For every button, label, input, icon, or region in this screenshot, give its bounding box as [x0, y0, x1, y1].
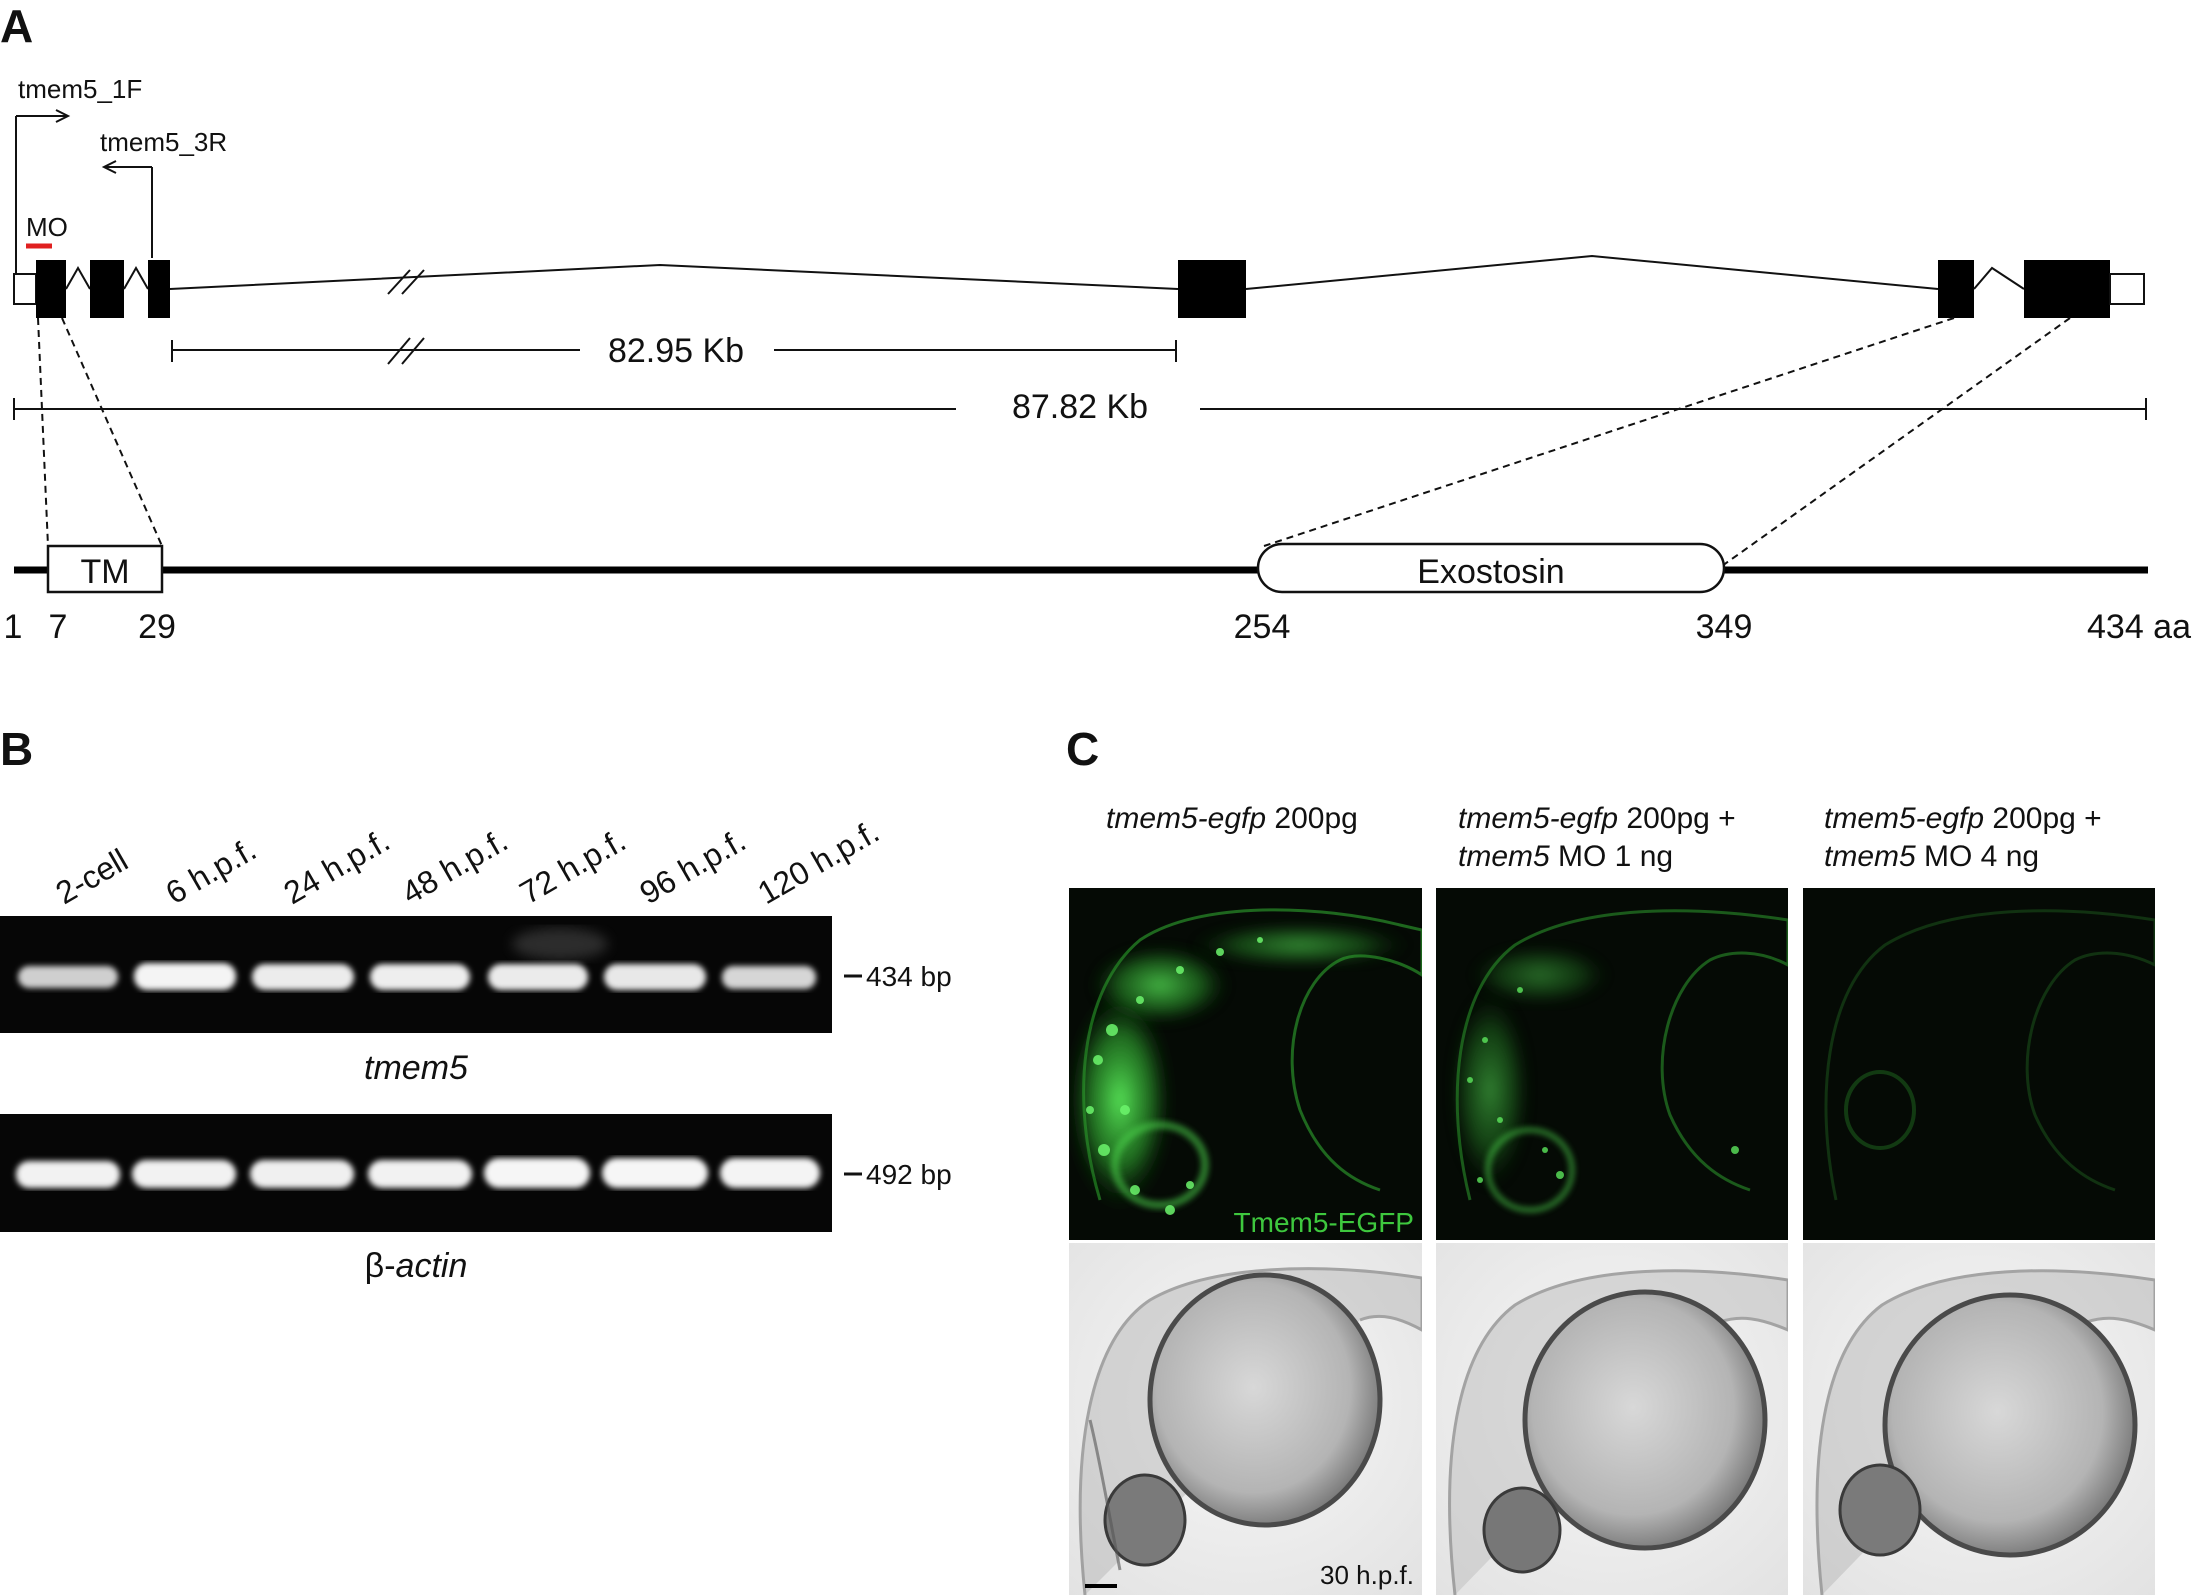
utr-3prime — [2109, 273, 2145, 305]
lane-label: 96 h.p.f. — [634, 822, 752, 911]
band — [370, 964, 470, 990]
fluorescence-label: Tmem5-EGFP — [1234, 1207, 1414, 1238]
fluorescence-image-1: Tmem5-EGFP — [1069, 888, 1422, 1240]
domain-mapping-lines — [37, 317, 2071, 567]
protein-domain-map: TM Exostosin — [14, 542, 2148, 594]
condition-header-3: tmem5-egfp 200pg + — [1824, 802, 2102, 835]
band — [18, 966, 118, 988]
band — [134, 963, 236, 990]
band — [720, 1158, 820, 1188]
fluorescence-image-2 — [1436, 888, 1788, 1240]
condition-headers: tmem5-egfp 200pg tmem5-egfp 200pg + tmem… — [1106, 802, 2102, 873]
gel-beta-actin: 492 bp β-actin — [0, 1114, 952, 1285]
lane-label: 2-cell — [50, 842, 134, 911]
intron-long — [169, 263, 1179, 290]
panel-c: C tmem5-egfp 200pg tmem5-egfp 200pg + tm… — [1066, 723, 2155, 1595]
primer-forward: tmem5_1F — [15, 74, 142, 278]
gel-gene-label: β-actin — [365, 1247, 468, 1285]
position-label: 254 — [1234, 608, 1291, 646]
condition-header-2: tmem5-egfp 200pg + — [1458, 802, 1736, 835]
brightfield-image-1: 30 h.p.f. — [1069, 1243, 1422, 1595]
brightfield-image-2 — [1436, 1243, 1788, 1595]
span-inner-label: 82.95 Kb — [608, 332, 744, 370]
gel-size-marker: 434 bp — [866, 961, 952, 992]
position-label: 434 aa — [2087, 608, 2191, 646]
panel-a-label: A — [0, 0, 33, 52]
panel-a: A tmem5_1F tmem5_3R MO — [0, 0, 2191, 646]
band — [604, 964, 706, 990]
panel-b: B 2-cell 6 h.p.f. 24 h.p.f. 48 h.p.f. 72… — [0, 723, 952, 1285]
condition-header-2-line2: tmem5 MO 1 ng — [1458, 840, 1673, 873]
yolk-sac — [1522, 1289, 1768, 1551]
exon-6 — [2024, 260, 2110, 318]
band — [132, 1160, 236, 1188]
stage-label: 30 h.p.f. — [1320, 1560, 1414, 1590]
band — [722, 966, 816, 989]
gel-size-marker: 492 bp — [866, 1159, 952, 1190]
exon-2 — [90, 260, 124, 318]
band — [250, 1160, 354, 1188]
exon-1 — [36, 260, 66, 318]
tm-domain — [46, 544, 164, 594]
eye — [1838, 1463, 1922, 1557]
yolk-sac — [1882, 1292, 2138, 1558]
morpholino-label: MO — [26, 212, 68, 242]
gel-bands — [18, 963, 816, 990]
primer-reverse-label: tmem5_3R — [100, 127, 227, 157]
gel-tmem5: 434 bp tmem5 — [0, 916, 952, 1087]
position-label: 7 — [49, 608, 68, 646]
band — [602, 1158, 708, 1188]
exon-5 — [1938, 260, 1974, 318]
exon-3 — [148, 260, 170, 318]
span-inner: 82.95 Kb — [171, 332, 1177, 370]
lane-labels: 2-cell 6 h.p.f. 24 h.p.f. 48 h.p.f. 72 h… — [50, 813, 886, 911]
brightfield-image-3 — [1803, 1243, 2155, 1595]
residue-positions: 1 7 29 254 349 434 aa — [4, 608, 2192, 646]
panel-b-label: B — [0, 723, 33, 775]
yolk-sac — [1147, 1272, 1383, 1528]
scale-bar — [1085, 1584, 1117, 1588]
exon-4 — [1178, 260, 1246, 318]
span-total-label: 87.82 Kb — [1012, 388, 1148, 426]
eye — [1103, 1473, 1187, 1567]
exostosin-domain-label: Exostosin — [1417, 553, 1564, 591]
gel-gene-label: tmem5 — [364, 1049, 468, 1087]
panel-c-label: C — [1066, 723, 1099, 775]
eye — [1482, 1486, 1562, 1574]
band — [488, 964, 588, 990]
primer-reverse: tmem5_3R — [100, 127, 227, 258]
lane-label: 48 h.p.f. — [396, 822, 514, 911]
fluorescence-image-3 — [1803, 888, 2155, 1240]
arrow-left-icon — [101, 160, 117, 174]
primer-forward-label: tmem5_1F — [18, 74, 142, 104]
arrow-right-icon — [55, 109, 71, 123]
exostosin-domain — [1256, 542, 1726, 594]
band — [16, 1161, 120, 1188]
tm-domain-label: TM — [80, 553, 129, 591]
condition-header-3-line2: tmem5 MO 4 ng — [1824, 840, 2039, 873]
utr-5prime — [13, 273, 37, 305]
band — [368, 1160, 472, 1188]
lane-label: 6 h.p.f. — [160, 831, 263, 911]
band — [252, 964, 354, 990]
lane-label: 72 h.p.f. — [514, 822, 632, 911]
span-total: 87.82 Kb — [13, 388, 2147, 426]
lane-label: 24 h.p.f. — [278, 822, 396, 911]
gel-bands — [16, 1158, 820, 1188]
position-label: 29 — [138, 608, 176, 646]
position-label: 349 — [1696, 608, 1753, 646]
band — [484, 1158, 590, 1188]
lane-label: 120 h.p.f. — [752, 813, 886, 911]
condition-header-1: tmem5-egfp 200pg — [1106, 802, 1358, 835]
position-label: 1 — [4, 608, 23, 646]
gene-structure — [13, 254, 2145, 318]
